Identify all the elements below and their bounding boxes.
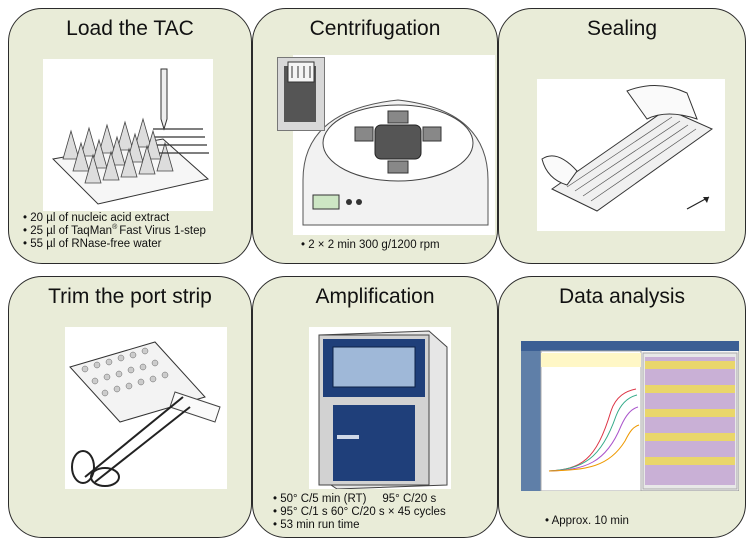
panel-centrifugation: Centrifugation • 2 × 2 min 300 g/1200 rp…: [252, 8, 498, 264]
pcr-instrument-illustration: [309, 327, 451, 489]
panel-amplification: Amplification • 50° C/5 min (RT) 95° C/2…: [252, 276, 498, 538]
note-line: • 50° C/5 min (RT) 95° C/20 s: [273, 493, 437, 505]
note-line: • 2 × 2 min 300 g/1200 rpm: [301, 239, 440, 251]
panel-title: Trim the port strip: [48, 285, 212, 308]
trim-strip-illustration: [65, 327, 227, 489]
centrifuge-illustration: [293, 55, 495, 235]
note-line: • 25 µl of TaqMan® Fast Virus 1-step: [23, 224, 206, 237]
note-line: • 53 min run time: [273, 519, 360, 531]
panel-trim-port-strip: Trim the port strip: [8, 276, 252, 538]
panel-title: Amplification: [315, 285, 435, 308]
notes-amplification: • 50° C/5 min (RT) 95° C/20 s • 95° C/1 …: [273, 493, 446, 532]
notes-data-analysis: • Approx. 10 min: [545, 515, 629, 528]
panel-sealing: Sealing: [498, 8, 746, 264]
panel-title: Data analysis: [558, 285, 686, 308]
note-line: • 20 µl of nucleic acid extract: [23, 212, 170, 224]
note-line: • 95° C/1 s 60° C/20 s × 45 cycles: [273, 506, 446, 518]
panel-title: Load the TAC: [66, 17, 194, 40]
panel-title: Centrifugation: [309, 17, 441, 40]
panel-load-tac: Load the TAC • 20 µl of nucleic acid ext…: [8, 8, 252, 264]
notes-load-tac: • 20 µl of nucleic acid extract • 25 µl …: [23, 212, 206, 251]
panel-data-analysis: Data analysis • A: [498, 276, 746, 538]
tac-card-illustration: [277, 57, 325, 131]
notes-centrifugation: • 2 × 2 min 300 g/1200 rpm: [301, 239, 440, 252]
software-screenshot-illustration: [521, 341, 739, 491]
note-line: • Approx. 10 min: [545, 515, 629, 527]
tac-loading-illustration: [43, 59, 213, 211]
note-line: • 55 µl of RNase-free water: [23, 238, 162, 250]
sealing-illustration: [537, 79, 725, 231]
panel-title: Sealing: [586, 17, 658, 40]
